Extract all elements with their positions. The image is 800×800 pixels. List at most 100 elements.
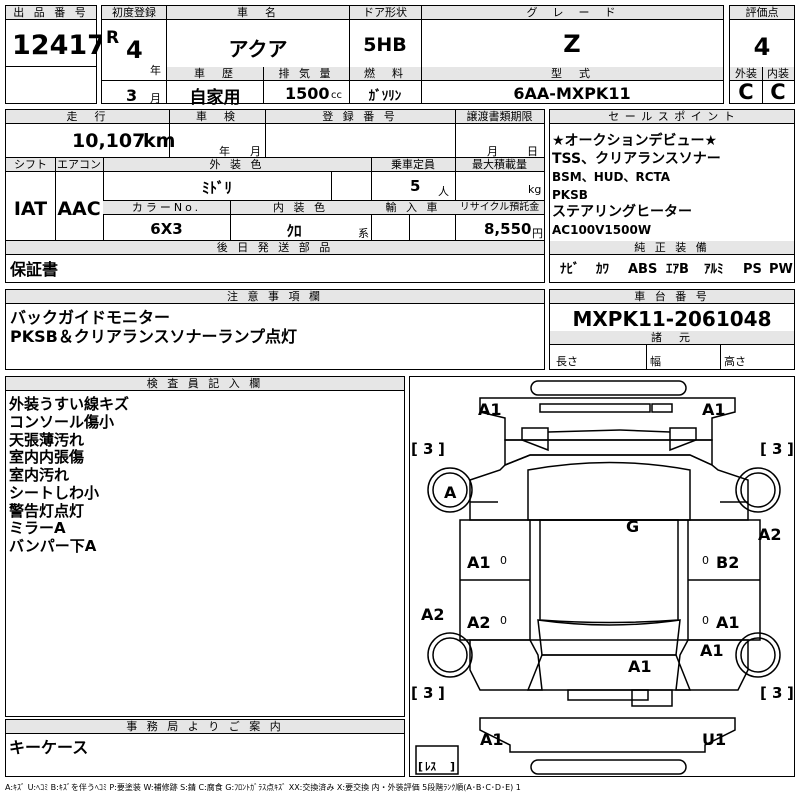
stock-number-box: 出 品 番 号 12417 [5, 5, 106, 104]
stock-number-value: 12417 [12, 30, 106, 61]
notes-line: バックガイドモニター [10, 308, 171, 327]
damage-legend: A:ｷｽﾞ U:ﾍｺﾐ B:ｷｽﾞを伴うﾍｺﾐ P:要塗装 W:補修跡 S:錆 … [5, 783, 521, 792]
chassis-value: MXPK11-2061048 [572, 307, 772, 331]
grade-label: グ レ ー ド [421, 6, 723, 20]
shift-label: シフト [6, 158, 55, 172]
svg-text:[: [ [760, 684, 767, 702]
equipment-label: 純 正 装 備 [550, 241, 794, 255]
spec-label: 諸 元 [550, 331, 794, 345]
tire-mark: 3 [423, 440, 433, 458]
svg-text:]: ] [438, 440, 445, 458]
history-value: 自家用 [189, 88, 241, 108]
inspection-year-unit: 年 [219, 145, 230, 158]
damage-mark: A1 [467, 553, 491, 572]
first-registration-label: 初度登録 [102, 6, 166, 20]
capacity-label: 乗車定員 [371, 158, 455, 172]
office-label: 事 務 局 よ り ご 案 内 [6, 720, 404, 734]
sales-point-line: ★オークションデビュー★ [552, 133, 718, 149]
tire-mark: 3 [772, 684, 782, 702]
equipment-item: PS [743, 262, 762, 277]
inspector-line: 天張薄汚れ [9, 431, 85, 449]
inspector-box: 検 査 員 記 入 欄 外装うすい線キズ コンソール傷小 天張薄汚れ 室内内張傷… [5, 376, 405, 717]
damage-mark: A [444, 483, 457, 502]
svg-text:]: ] [438, 684, 445, 702]
damage-mark: A1 [702, 400, 726, 419]
reg-no-label: 登 録 番 号 [265, 110, 455, 124]
shift-value: IAT [13, 198, 48, 220]
office-value: キーケース [9, 738, 89, 757]
damage-mark: A1 [628, 657, 652, 676]
spec-length: 長さ [556, 355, 578, 368]
recycle-label: リサイクル預託金 [455, 201, 544, 215]
sales-points-label: セ ー ル ス ポ イ ン ト [550, 110, 794, 124]
tire-mark: 3 [423, 684, 433, 702]
grade-value: Z [563, 30, 581, 58]
damage-mark: A1 [478, 400, 502, 419]
aircon-label: エアコン [55, 158, 103, 172]
first-registration-month-unit: 月 [150, 92, 161, 105]
sales-point-line: ステアリングヒーター [552, 204, 692, 220]
inspection-label: 車 検 [169, 110, 265, 124]
damage-mark: A1 [716, 613, 740, 632]
later-parts-label: 後 日 発 送 部 品 [6, 241, 544, 255]
inspector-line: 外装うすい線キズ [9, 395, 130, 413]
first-registration-year-unit: 年 [150, 64, 161, 77]
first-registration-year: 4 [126, 36, 143, 64]
score-value: 4 [753, 33, 771, 61]
equipment-item: ﾅﾋﾞ [560, 262, 580, 277]
interior-zero: 0 [702, 554, 709, 567]
aircon-value: AAC [57, 198, 101, 220]
interior-zero: 0 [500, 554, 507, 567]
damage-diagram-box: A1 A1 A G A2 A1 B2 A2 A2 A1 A1 A1 A1 U1 … [409, 376, 795, 777]
damage-mark: A1 [700, 641, 724, 660]
inspector-line: ミラーA [9, 519, 66, 537]
spare-tire-label: ﾚｽ [425, 760, 436, 773]
import-label: 輸 入 車 [371, 201, 455, 215]
inspector-line: 警告灯点灯 [9, 502, 85, 520]
mileage-label: 走 行 [6, 110, 169, 124]
svg-text:]: ] [787, 440, 794, 458]
recycle-value: 8,550 [484, 220, 532, 238]
mileage-unit: km [143, 130, 176, 152]
displacement-value: 1500 [285, 84, 330, 103]
equipment-item: ｱﾙﾐ [704, 262, 724, 277]
tire-marks: [3] [3] [3] [3] [ ﾚｽ ] [411, 440, 794, 773]
equipment-item: ABS [628, 262, 658, 277]
fuel-value: ｶﾞｿﾘﾝ [368, 89, 402, 104]
inspector-line: コンソール傷小 [9, 413, 115, 431]
transfer-day-unit: 日 [527, 145, 538, 158]
damage-marks: A1 A1 A G A2 A1 B2 A2 A2 A1 A1 A1 A1 U1 [421, 400, 782, 749]
inspection-month-unit: 月 [250, 145, 261, 158]
inspector-line: 室内汚れ [9, 466, 70, 484]
sales-point-line: TSS、クリアランスソナー [552, 151, 721, 167]
first-registration-box: 初度登録 R 4 年 3 月 [101, 5, 167, 105]
svg-text:[: [ [411, 440, 418, 458]
int-color-label: 内 装 色 [230, 201, 371, 215]
interior-zeros: 0 0 0 0 [500, 554, 709, 627]
color-no-value: 6X3 [150, 220, 183, 238]
office-box: 事 務 局 よ り ご 案 内 キーケース [5, 719, 405, 777]
score-box: 評価点 4 外装 内装 C C [729, 5, 795, 104]
svg-text:]: ] [787, 684, 794, 702]
svg-text:[: [ [418, 760, 423, 773]
spec-width: 幅 [650, 355, 661, 368]
sales-points-box: セ ー ル ス ポ イ ン ト ★オークションデビュー★ TSS、クリアランスソ… [549, 109, 795, 283]
capacity-value: 5 [410, 177, 421, 195]
model-label: 型 式 [421, 67, 723, 81]
inspector-line: 室内内張傷 [9, 448, 85, 466]
damage-mark: A2 [467, 613, 491, 632]
equipment-item: PW [769, 262, 793, 277]
interior-zero: 0 [500, 614, 507, 627]
fuel-label: 燃 料 [349, 67, 421, 81]
later-parts-value: 保証書 [10, 260, 59, 279]
damage-mark: A2 [758, 525, 782, 544]
first-registration-era: R [106, 28, 120, 48]
exterior-grade-value: C [738, 80, 754, 104]
vehicle-info-box: 走 行 車 検 登 録 番 号 譲渡書類期限 10,107 km 年 月 月 日… [5, 109, 545, 283]
chassis-box: 車 台 番 号 MXPK11-2061048 諸 元 長さ 幅 高さ [549, 289, 795, 370]
int-color-unit: 系 [358, 227, 369, 240]
inspector-line: シートしわ小 [9, 484, 100, 502]
car-name-value: アクア [228, 37, 288, 61]
car-info-box: 車 名 ドア形状 グ レ ー ド アクア 5HB Z 車 歴 排 気 量 燃 料… [166, 5, 724, 108]
notes-box: 注 意 事 項 欄 バックガイドモニター PKSB＆クリアランスソナーランプ点灯 [5, 289, 545, 370]
